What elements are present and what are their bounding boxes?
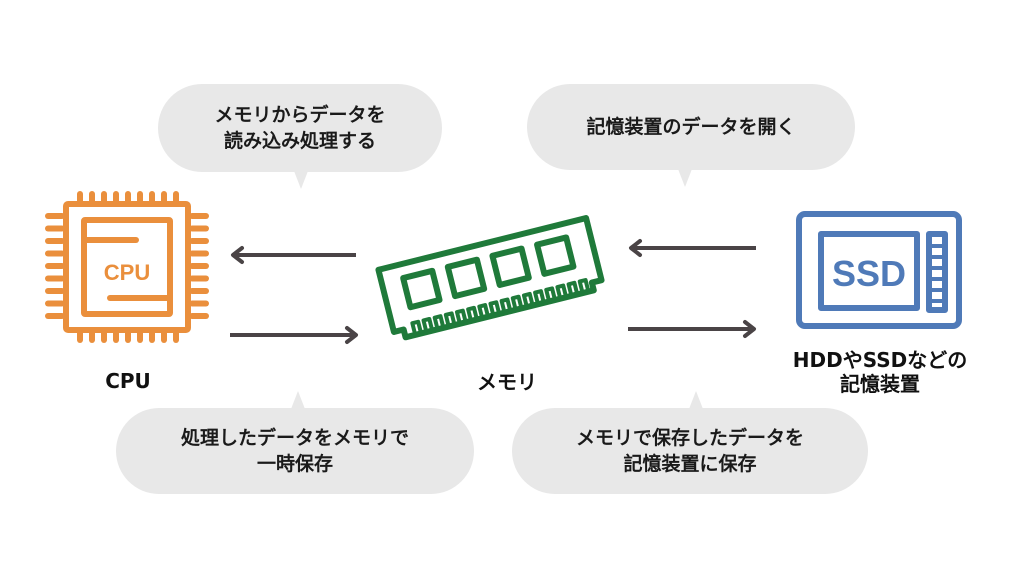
bubble-text-line2: 読み込み処理する (223, 130, 376, 152)
cpu-icon-text: CPU (104, 260, 150, 285)
bubble-tail (294, 171, 308, 189)
bubble-tail (689, 391, 703, 409)
memory-pin (488, 300, 502, 316)
ssd-icon-text: SSD (832, 253, 906, 294)
memory-pin (432, 314, 446, 330)
bubble-text-line2: 一時保存 (256, 453, 333, 475)
memory-pin (421, 316, 435, 333)
bubble-cpu-store: 処理したデータをメモリで 一時保存 (116, 391, 474, 494)
arrow-storage-to-memory (629, 239, 756, 257)
storage-label-line1: HDDやSSDなどの (792, 348, 968, 372)
storage-label-line2: 記憶装置 (840, 372, 920, 396)
arrow-memory-to-cpu (231, 246, 356, 264)
memory-pin (477, 303, 490, 319)
bubble-text-line1: 記憶装置のデータを開く (586, 116, 796, 138)
bubble-storage-open: 記憶装置のデータを開く (527, 84, 855, 187)
memory-pin (555, 283, 569, 300)
memory-pin (510, 294, 524, 311)
memory-pin (577, 278, 591, 294)
bubble-tail (291, 391, 305, 409)
arrow-cpu-to-memory (230, 326, 358, 344)
cpu-label: CPU (105, 369, 151, 393)
memory-pin (533, 289, 546, 305)
memory-pin (410, 319, 424, 336)
memory-icon (375, 215, 605, 341)
bubble-memory-save: メモリで保存したデータを 記憶装置に保存 (512, 391, 868, 494)
memory-pin (443, 311, 457, 327)
memory-pin (466, 305, 479, 322)
bubble-tail (678, 169, 692, 187)
memory-pin (521, 291, 535, 308)
memory-pin (454, 308, 468, 325)
cpu-icon: CPU (45, 191, 209, 343)
ssd-icon: SSD (796, 211, 962, 329)
bubble-text-line1: メモリからデータを (214, 104, 386, 126)
bubble-text-line1: 処理したデータをメモリで (180, 427, 409, 449)
storage-label: HDDやSSDなどの 記憶装置 (770, 348, 990, 396)
arrow-memory-to-storage (628, 320, 756, 338)
bubble-text-line2: 記憶装置に保存 (623, 453, 757, 475)
bubble-text-line1: メモリで保存したデータを (575, 427, 804, 449)
memory-pin (566, 280, 580, 297)
bubble-cpu-read: メモリからデータを 読み込み処理する (158, 84, 442, 189)
memory-pin (544, 286, 557, 302)
memory-pin (499, 297, 513, 314)
memory-label: メモリ (477, 370, 537, 394)
